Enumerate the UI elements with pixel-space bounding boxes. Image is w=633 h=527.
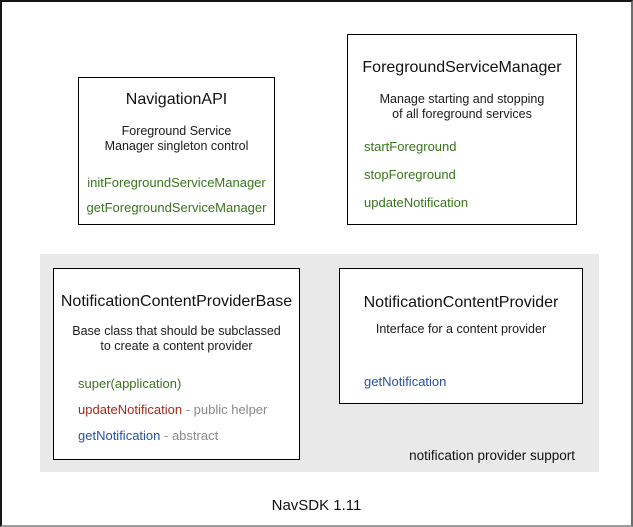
method-stop-foreground: stopForeground bbox=[364, 167, 456, 182]
description-line: Base class that should be subclassed bbox=[72, 324, 281, 338]
class-box-notification-content-provider: NotificationContentProvider Interface fo… bbox=[339, 268, 583, 404]
method-get-foreground-service-manager: getForegroundServiceManager bbox=[86, 200, 267, 215]
class-box-notification-content-provider-base: NotificationContentProviderBase Base cla… bbox=[53, 268, 300, 460]
description-line: Interface for a content provider bbox=[375, 322, 547, 336]
box-description: Manage starting and stopping of all fore… bbox=[348, 92, 576, 122]
method-init-foreground-service-manager: initForegroundServiceManager bbox=[87, 175, 266, 190]
method-label: updateNotification bbox=[78, 402, 183, 417]
method-get-notification: getNotification bbox=[364, 374, 447, 389]
method-list: super(application) updateNotification - … bbox=[54, 377, 299, 443]
box-description: Interface for a content provider bbox=[340, 322, 582, 337]
description-line: Manager singleton control bbox=[104, 139, 249, 153]
class-box-navigation-api: NavigationAPI Foreground Service Manager… bbox=[78, 77, 275, 225]
description-line: Manage starting and stopping bbox=[379, 92, 545, 106]
description-line: Foreground Service bbox=[121, 124, 232, 138]
method-update-notification: updateNotification bbox=[364, 195, 469, 210]
method-label: super(application) bbox=[78, 376, 182, 391]
description-line: of all foreground services bbox=[392, 107, 532, 121]
box-description: Foreground Service Manager singleton con… bbox=[79, 124, 274, 154]
box-title: NotificationContentProvider bbox=[363, 294, 559, 311]
method-label: getNotification bbox=[78, 428, 161, 443]
method-update-notification: updateNotification - public helper bbox=[78, 403, 299, 417]
method-list: startForeground stopForeground updateNot… bbox=[348, 140, 576, 210]
method-super-application: super(application) bbox=[78, 377, 299, 391]
method-annotation: - abstract bbox=[164, 428, 219, 443]
method-annotation: - public helper bbox=[185, 402, 268, 417]
class-box-foreground-service-manager: ForegroundServiceManager Manage starting… bbox=[347, 34, 577, 225]
box-title: ForegroundServiceManager bbox=[362, 59, 562, 76]
method-list: getNotification bbox=[340, 375, 582, 389]
group-caption: notification provider support bbox=[409, 448, 575, 463]
method-start-foreground: startForeground bbox=[364, 139, 457, 154]
method-get-notification: getNotification - abstract bbox=[78, 429, 299, 443]
method-list: initForegroundServiceManager getForegrou… bbox=[79, 176, 274, 215]
description-line: to create a content provider bbox=[100, 339, 253, 353]
notification-provider-group: NotificationContentProviderBase Base cla… bbox=[40, 254, 599, 472]
box-description: Base class that should be subclassed to … bbox=[54, 324, 299, 354]
box-title: NotificationContentProviderBase bbox=[60, 293, 293, 310]
box-title: NavigationAPI bbox=[125, 91, 228, 108]
footer-caption: NavSDK 1.11 bbox=[271, 497, 362, 514]
